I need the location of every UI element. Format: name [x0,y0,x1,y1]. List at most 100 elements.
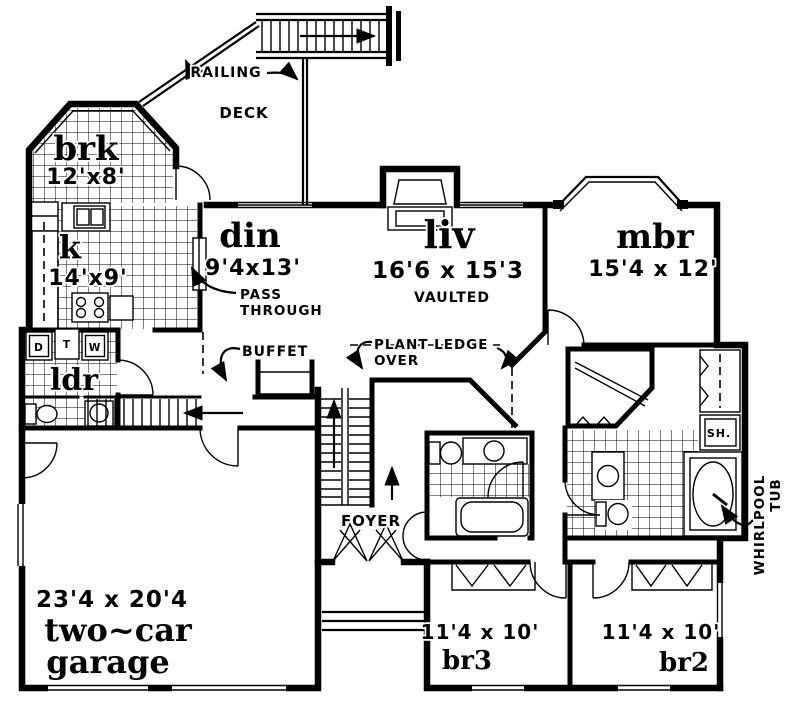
buffet-niche [258,371,312,395]
br2-side-window [715,583,725,637]
vanity-sink [462,437,528,465]
br2-name: br2 [659,648,709,678]
toilet [428,441,463,465]
laundry-door-arc [117,359,154,396]
buffet-niche-walls [255,359,315,400]
bathroom-door-arc [487,461,524,498]
foyer-closet-doors [402,511,428,561]
br3-bifold-door [455,564,527,588]
porch-steps [322,610,424,632]
buffet-label: BUFFET [242,344,308,360]
master-bath-tile-floor [567,430,698,537]
closet-rod [574,361,649,407]
master-bay-window [553,175,688,212]
railing-leader-right [266,61,299,81]
living-window [460,200,523,210]
tile-floors [24,108,698,537]
plant-ledge-label-1: PLANT LEDGE [374,337,489,353]
half-bath-sink [84,400,114,427]
bathroom-walls [424,430,535,541]
br2-door-arc [592,561,630,599]
plant-ledge-wall [369,377,519,429]
living-dim: 16'6 x 15'3 [372,258,524,284]
master-closet-walls [565,346,655,429]
bathroom-fixtures [428,437,529,537]
whirlpool-label-1: WHIRLPOOL [752,475,768,576]
main-staircase [318,388,400,506]
washer [81,331,109,361]
kitchen-name: k [59,228,82,266]
master-door-arc [547,309,585,346]
br3-dim: 11'4 x 10' [421,620,540,644]
entry-double-door [332,522,404,562]
master-dim: 15'4 x 12' [588,257,718,282]
kitchen-sink [73,205,106,229]
master-sink [596,464,620,488]
br2-dim: 11'4 x 10' [602,620,721,644]
dishwasher [109,295,134,321]
railing-label: RAILING [190,65,261,81]
garage-side-door-arc [21,442,58,479]
br3-closet [451,562,536,591]
laundry-tub-label: T [63,339,71,351]
bathtub [455,497,529,537]
br2-bifold-door [635,564,703,588]
whirlpool-tub [683,451,743,537]
shower [699,414,741,451]
plant-ledge-leader-left [345,340,373,370]
bathroom-tile-floor [429,464,530,497]
dining-name: din [219,216,280,256]
linen-closet [699,349,741,413]
interior-walls [19,202,723,691]
washer-label: W [89,342,102,354]
whirlpool-label-2: TUB [768,478,784,511]
laundry-tub [54,328,80,360]
railing-leader-left [184,58,207,81]
dryer-label: D [34,342,44,354]
foyer-label: FOYER [341,512,401,530]
closet-bifold-door [574,415,613,427]
breakfast-bay-wall [25,100,180,334]
dining-window [238,200,312,210]
garage-side-window [15,504,29,566]
breakfast-dim: 12'x8' [46,165,126,190]
br2-closet [631,562,713,591]
door-arcs [21,165,630,599]
plant-ledge-leader-right [496,346,520,370]
garage-dim: 23'4 x 20'4 [36,587,188,613]
deck-railing-right [301,58,309,205]
deck-staircase [256,6,401,66]
dryer [25,331,53,361]
garage-name-2: garage [46,643,169,681]
br3-window [472,683,524,693]
master-name: mbr [616,217,695,257]
master-bath-door-arc [564,479,601,516]
living-name: liv [424,212,477,257]
deck-label: DECK [219,104,269,122]
shower-label: SH. [707,427,731,440]
garage-door-arc [199,427,239,467]
breakfast-bay-windows [34,110,171,154]
whirlpool-leader [720,504,758,527]
master-bath-counter [591,451,625,501]
master-toilet [595,501,629,527]
br3-name: br3 [442,646,492,676]
breakfast-name: brk [53,129,120,169]
living-master-wall [508,202,548,369]
deck-door-arc [175,165,211,201]
master-closet [574,361,649,427]
br2-window [618,683,670,693]
stove [71,292,109,323]
dining-dim: 9'4x13' [205,256,301,281]
breakfast-tile-floor [32,108,173,203]
br3-door-arc [529,561,567,599]
kitchen-dim: 14'x9' [48,266,128,291]
master-bath-fixtures [595,464,629,527]
buffet-leader [210,347,241,382]
dashed-lines [202,332,513,430]
windows [15,110,725,693]
garage-name-1: two~car [44,611,193,649]
basement-staircase [87,399,243,427]
leader-arrows [184,58,758,527]
